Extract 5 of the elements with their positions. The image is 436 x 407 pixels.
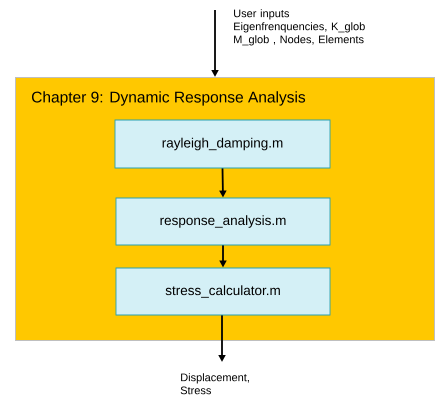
process-box: stress_calculator.m (116, 268, 330, 316)
edge-label: User inputs Eigenfrenquencies, K_glob M_glob , Nodes, Elements (234, 9, 365, 46)
process-box: rayleigh_damping.m (114, 120, 330, 168)
edge-label: Displacement, Stress (180, 373, 249, 394)
process-box: response_analysis.m (116, 198, 330, 246)
